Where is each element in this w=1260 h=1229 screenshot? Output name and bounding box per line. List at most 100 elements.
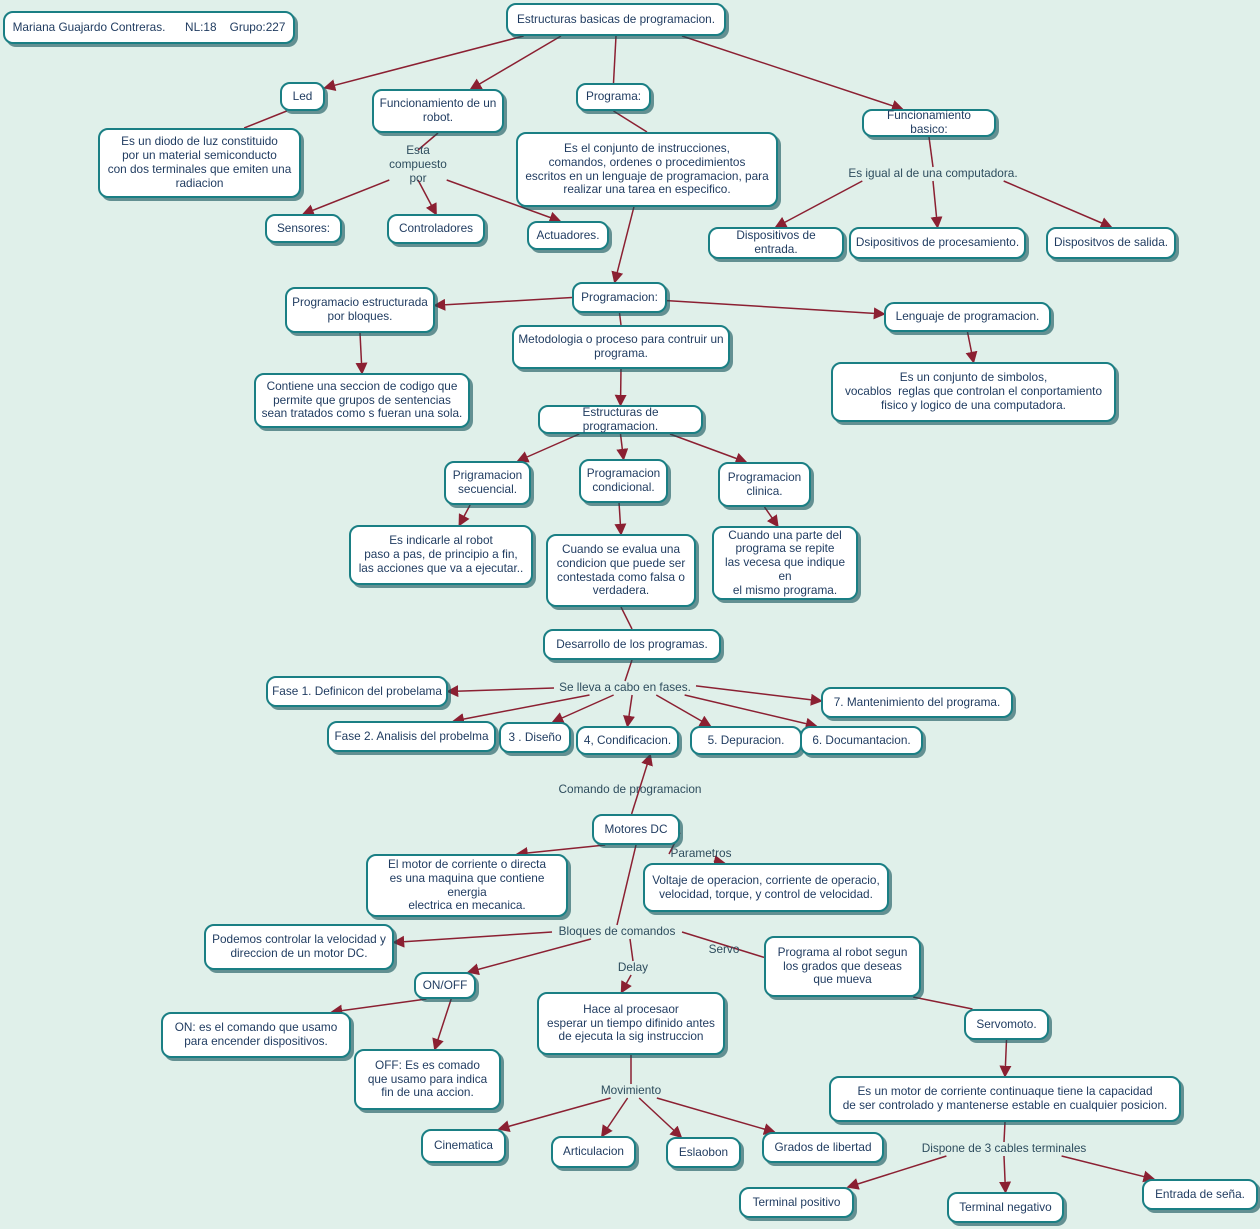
concept-parte-desc[interactable]: Cuando una parte del programa se repite … bbox=[712, 526, 858, 600]
concept-actuadores[interactable]: Actuadores. bbox=[527, 221, 609, 250]
concept-text: Terminal negativo bbox=[959, 1199, 1052, 1214]
concept-text: Programacion condicional. bbox=[586, 466, 661, 494]
connector-arrow-line bbox=[497, 1097, 611, 1133]
concept-text: 4, Condificacion. bbox=[583, 732, 672, 747]
concept-text: Prigramacion secuencial. bbox=[452, 468, 523, 496]
concept-sensores[interactable]: Sensores: bbox=[265, 214, 342, 243]
concept-text: Sensores: bbox=[276, 220, 331, 235]
connector-arrow-line bbox=[301, 179, 390, 216]
concept-articulacion[interactable]: Articulacion bbox=[551, 1136, 636, 1168]
link-label-lbl-movimiento[interactable]: Movimiento bbox=[597, 1083, 665, 1098]
concept-disp-entrada[interactable]: Dispositivos de entrada. bbox=[708, 227, 844, 259]
concept-off-desc[interactable]: OFF: Es es comado que usamo para indica … bbox=[354, 1049, 501, 1110]
connector-arrow-line bbox=[611, 206, 635, 284]
connector-line bbox=[613, 110, 648, 133]
concept-programa-robot[interactable]: Programa al robot segun los grados que d… bbox=[764, 936, 921, 997]
concept-text: Cuando una parte del programa se repite … bbox=[724, 527, 846, 597]
concept-condificacion[interactable]: 4, Condificacion. bbox=[576, 726, 679, 755]
concept-text: Hace al procesaor esperar un tiempo difi… bbox=[547, 1001, 715, 1044]
concept-estructuras[interactable]: Estructuras de programacion. bbox=[538, 405, 703, 434]
concept-programa[interactable]: Programa: bbox=[576, 83, 651, 111]
concept-text: Fase 2. Analisis del probelma bbox=[334, 728, 489, 743]
link-label-lbl-delay[interactable]: Delay bbox=[614, 960, 652, 975]
connector-arrow-line bbox=[392, 931, 553, 948]
concept-led-desc[interactable]: Es un diodo de luz constituido por un ma… bbox=[98, 128, 301, 198]
concept-terminal-neg[interactable]: Terminal negativo bbox=[947, 1192, 1064, 1223]
connector-arrow-line bbox=[655, 694, 712, 727]
link-label-lbl-fases[interactable]: Se lleva a cabo en fases. bbox=[554, 680, 696, 695]
concept-condicional[interactable]: Programacion condicional. bbox=[579, 459, 668, 503]
concept-evalua-desc[interactable]: Cuando se evalua una condicion que puede… bbox=[546, 534, 696, 607]
connector-arrow-line bbox=[774, 180, 863, 228]
concept-mantenimiento[interactable]: 7. Mantenimiento del programa. bbox=[821, 687, 1013, 718]
link-label-lbl-comando[interactable]: Comando de programacion bbox=[552, 782, 708, 797]
concept-contiene[interactable]: Contiene una seccion de codigo que permi… bbox=[254, 373, 470, 428]
concept-programa-desc[interactable]: Es el conjunto de instrucciones, comando… bbox=[516, 132, 778, 207]
concept-author[interactable]: Mariana Guajardo Contreras. NL:18 Grupo:… bbox=[3, 11, 295, 44]
concept-led[interactable]: Led bbox=[280, 82, 325, 111]
link-label-text: Dispone de 3 cables terminales bbox=[921, 1141, 1087, 1156]
concept-onoff[interactable]: ON/OFF bbox=[414, 972, 476, 999]
concept-desarrollo[interactable]: Desarrollo de los programas. bbox=[543, 629, 721, 660]
connector-line bbox=[928, 136, 934, 168]
concept-func-basico[interactable]: Funcionamiento basico: bbox=[862, 108, 996, 137]
concept-motores[interactable]: Motores DC bbox=[592, 814, 680, 845]
concept-metodologia[interactable]: Metodologia o proceso para contruir un p… bbox=[512, 325, 730, 369]
concept-programacion[interactable]: Programacion: bbox=[572, 282, 667, 313]
connector-line bbox=[681, 931, 765, 959]
connector-arrow-line bbox=[656, 1097, 776, 1135]
concept-robot-desc[interactable]: Es indicarle al robot paso a pas, de pri… bbox=[349, 525, 533, 585]
concept-voltaje-desc[interactable]: Voltaje de operacion, corriente de opera… bbox=[643, 863, 889, 912]
concept-terminal-pos[interactable]: Terminal positivo bbox=[739, 1187, 854, 1218]
link-label-lbl-igual[interactable]: Es igual al de una computadora. bbox=[840, 166, 1026, 181]
concept-hace-desc[interactable]: Hace al procesaor esperar un tiempo difi… bbox=[537, 992, 725, 1055]
concept-root[interactable]: Estructuras basicas de programacion. bbox=[506, 3, 726, 36]
connector-arrow-line bbox=[417, 179, 437, 216]
concept-text: Programacion: bbox=[581, 289, 658, 304]
concept-text: Estructuras de programacion. bbox=[582, 404, 662, 433]
concept-disp-proc[interactable]: Dsipositivos de procesamiento. bbox=[849, 227, 1026, 259]
concept-diseno[interactable]: 3 . Diseño bbox=[499, 722, 571, 753]
connector-arrow-line bbox=[515, 844, 606, 859]
concept-controladores[interactable]: Controladores bbox=[387, 214, 485, 244]
link-label-lbl-parametros[interactable]: Parametros bbox=[669, 846, 733, 861]
concept-on-desc[interactable]: ON: es el comando que usamo para encende… bbox=[161, 1012, 351, 1058]
concept-fase1[interactable]: Fase 1. Definicon del probelama bbox=[266, 676, 448, 707]
concept-documantacion[interactable]: 6. Documantacion. bbox=[800, 726, 923, 755]
link-label-lbl-bloques[interactable]: Bloques de comandos bbox=[552, 924, 682, 939]
connector-arrow-line bbox=[551, 694, 614, 724]
concept-podemos-desc[interactable]: Podemos controlar la velocidad y direcci… bbox=[204, 924, 394, 970]
concept-servomoto[interactable]: Servomoto. bbox=[964, 1009, 1049, 1040]
concept-grados[interactable]: Grados de libertad bbox=[762, 1132, 884, 1163]
connector-arrow-line bbox=[620, 974, 632, 994]
concept-prog-estructurada[interactable]: Programacio estructurada por bloques. bbox=[285, 287, 435, 333]
concept-text: Es un conjunto de simbolos, vocablos reg… bbox=[844, 370, 1103, 412]
concept-entrada-sena[interactable]: Entrada de seña. bbox=[1142, 1179, 1258, 1210]
concept-fase2[interactable]: Fase 2. Analisis del probelma bbox=[327, 721, 496, 752]
concept-text: OFF: Es es comado que usamo para indica … bbox=[367, 1057, 488, 1100]
connector-arrow-line bbox=[469, 35, 562, 90]
concept-motor-desc[interactable]: El motor de corriente o directa es una m… bbox=[366, 854, 568, 917]
concept-text: Lenguaje de programacion. bbox=[895, 309, 1040, 324]
concept-disp-salida[interactable]: Dispositvos de salida. bbox=[1046, 227, 1176, 259]
concept-depuracion[interactable]: 5. Depuracion. bbox=[690, 726, 802, 755]
concept-secuencial[interactable]: Prigramacion secuencial. bbox=[444, 461, 531, 505]
link-label-text: Delay bbox=[617, 960, 649, 975]
concept-func-robot[interactable]: Funcionamiento de un robot. bbox=[372, 89, 504, 133]
concept-cinematica[interactable]: Cinematica bbox=[421, 1129, 506, 1163]
connector-line bbox=[243, 110, 288, 129]
concept-text: Controladores bbox=[398, 221, 474, 236]
concept-text: Estructuras basicas de programacion. bbox=[516, 11, 716, 26]
concept-clinica[interactable]: Programacion clinica. bbox=[718, 462, 811, 507]
concept-simbolos-desc[interactable]: Es un conjunto de simbolos, vocablos reg… bbox=[831, 362, 1116, 422]
connector-line bbox=[624, 659, 633, 682]
concept-text: Es un motor de corriente continuaque tie… bbox=[842, 1084, 1168, 1112]
concept-motor-cc-desc[interactable]: Es un motor de corriente continuaque tie… bbox=[829, 1076, 1181, 1122]
connector-line bbox=[417, 132, 439, 151]
concept-eslaobon[interactable]: Eslaobon bbox=[666, 1137, 741, 1168]
link-label-lbl-servo[interactable]: Servo bbox=[705, 942, 743, 957]
concept-lenguaje[interactable]: Lenguaje de programacion. bbox=[884, 302, 1051, 332]
link-label-lbl-dispone[interactable]: Dispone de 3 cables terminales bbox=[908, 1141, 1100, 1156]
link-label-lbl-compuesto[interactable]: Esta compuesto por bbox=[377, 143, 459, 185]
